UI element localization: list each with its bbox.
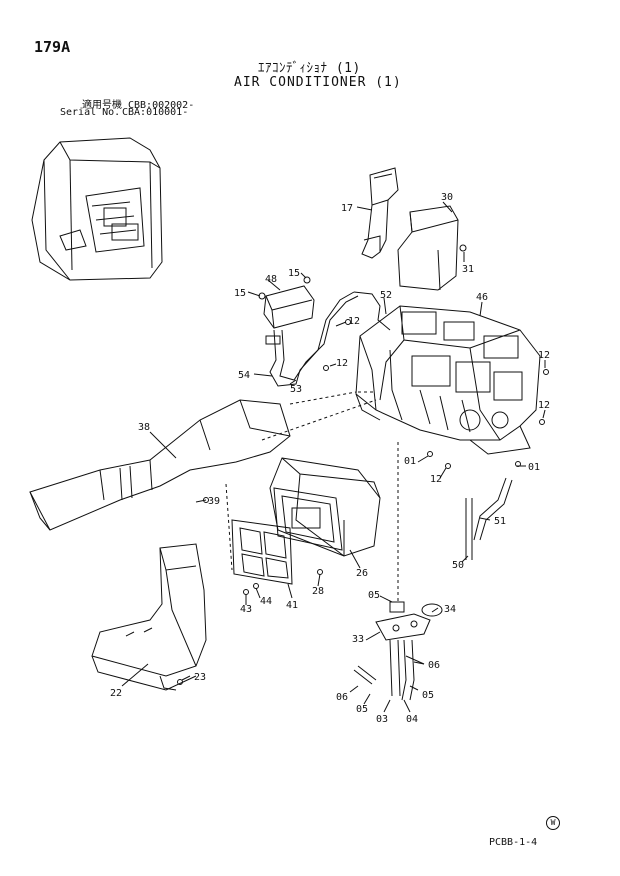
serial-label: Serial No. [60, 107, 121, 118]
callout-label: 12 [430, 474, 442, 485]
callout-label: 01 [528, 462, 540, 473]
reference-lines [225, 391, 399, 602]
callout-label: 48 [265, 274, 277, 285]
callout-label: 06 [336, 692, 348, 703]
callout-label: 33 [352, 634, 364, 645]
duct-30 [397, 205, 467, 291]
footer-page-code: PCBB-1-4 [489, 837, 538, 848]
duct-38 [29, 399, 291, 531]
callout-label: 06 [428, 660, 440, 671]
bracket-33 [353, 601, 443, 701]
callout-label: 05 [368, 590, 380, 601]
footer-mark: W [546, 816, 560, 830]
callout-label: 53 [290, 384, 302, 395]
callout-label: 23 [194, 672, 206, 683]
cab-inset [31, 137, 163, 281]
callout-label: 50 [452, 560, 464, 571]
callout-label: 04 [406, 714, 418, 725]
callout-label: 34 [444, 604, 456, 615]
callout-label: 15 [234, 288, 246, 299]
callout-label: 41 [286, 600, 298, 611]
callout-label: 17 [341, 203, 353, 214]
callout-label: 01 [404, 456, 416, 467]
title-japanese: ｴｱｺﾝﾃﾞｨｼｮﾅ (1) [258, 61, 361, 76]
callout-label: 03 [376, 714, 388, 725]
callout-label: 38 [138, 422, 150, 433]
callout-label: 22 [110, 688, 122, 699]
callout-label: 43 [240, 604, 252, 615]
bolts [177, 319, 549, 685]
leader-lines [121, 201, 546, 713]
callout-label: 26 [356, 568, 368, 579]
callout-label: 12 [348, 316, 360, 327]
callout-label: 51 [494, 516, 506, 527]
box-26 [269, 457, 381, 557]
harness-53-54 [265, 291, 391, 387]
hose-50-51 [465, 477, 513, 560]
callout-label: 52 [380, 290, 392, 301]
callout-label: 54 [238, 370, 250, 381]
callout-labels: 17 30 31 15 48 15 52 46 12 54 53 12 12 1… [110, 192, 550, 725]
callout-label: 31 [462, 264, 474, 275]
callout-label: 39 [208, 496, 220, 507]
callout-label: 05 [422, 690, 434, 701]
callout-label: 28 [312, 586, 324, 597]
page-number: 179A [34, 38, 71, 56]
callout-label: 05 [356, 704, 368, 715]
callout-label: 46 [476, 292, 488, 303]
serial-row-number: Serial No.CBA:010001- [60, 107, 188, 118]
callout-label: 12 [538, 350, 550, 361]
filter-44 [231, 519, 293, 585]
control-48 [258, 276, 315, 329]
duct-17 [361, 167, 399, 259]
callout-label: 12 [336, 358, 348, 369]
filter-frame-41 [273, 487, 343, 551]
callout-label: 15 [288, 268, 300, 279]
callout-label: 12 [538, 400, 550, 411]
serial-row-applicable: 適用号機 CBB:002002- [66, 96, 194, 111]
title-english: AIR CONDITIONER (1) [234, 75, 402, 90]
callout-label: 30 [441, 192, 453, 203]
hvac-unit-46 [355, 305, 541, 455]
serial-value: CBB:002002- [128, 100, 195, 111]
duct-22 [91, 543, 207, 691]
serial-value: CBA:010001- [122, 107, 189, 118]
serial-label: 適用号機 [82, 100, 122, 111]
callout-label: 44 [260, 596, 272, 607]
